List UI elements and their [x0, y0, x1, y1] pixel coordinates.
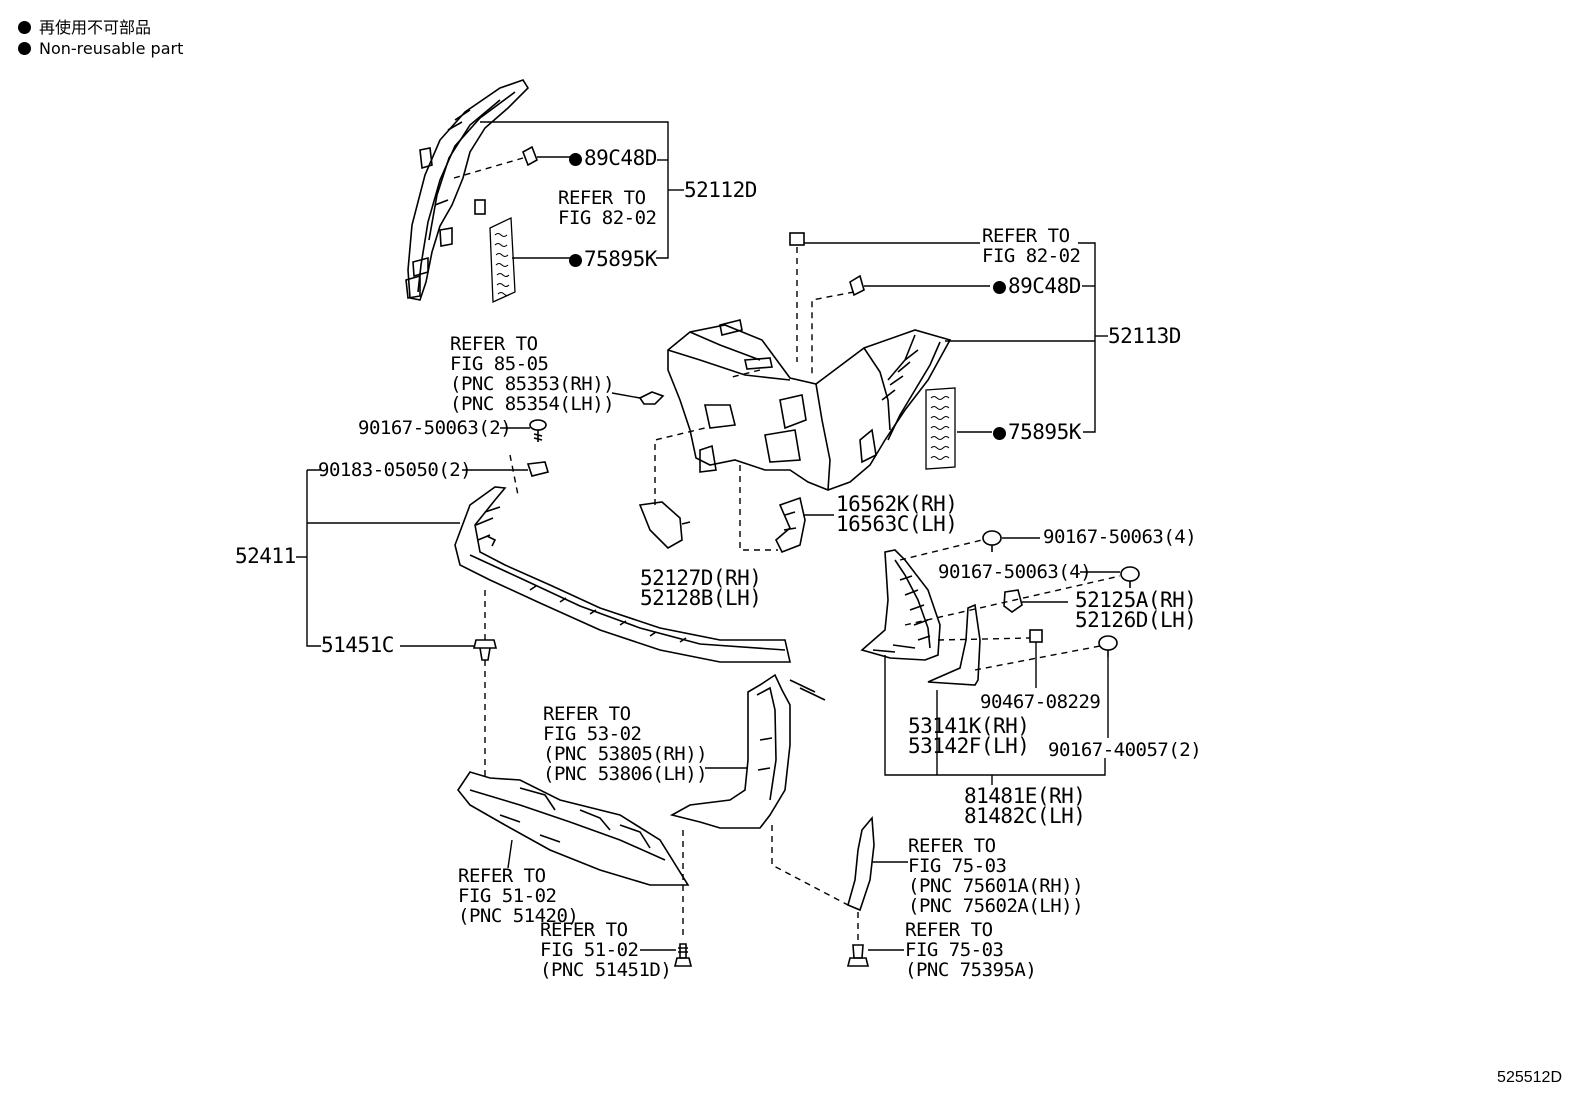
- label-52125a: 52125A(RH) 52126D(LH): [1075, 588, 1197, 632]
- label-refer-75-03-b: REFER TO FIG 75-03 (PNC 75395A): [905, 919, 1037, 981]
- plug-85-05-drawing: [638, 391, 665, 405]
- label-53141k: 53141K(RH) 53142F(LH): [908, 714, 1030, 758]
- label-81481e: 81481E(RH) 81482C(LH): [964, 784, 1086, 828]
- label-90467-08229: 90467-08229: [980, 691, 1101, 713]
- dash-nut-to-bar: [509, 454, 519, 496]
- label-51451c: 51451C: [321, 633, 394, 657]
- non-reusable-bullet-icon: [569, 254, 582, 267]
- bracket-82-02-a-drawing: [474, 199, 486, 215]
- label-52411: 52411: [235, 544, 296, 568]
- wheel-flare-75601a-drawing: [847, 815, 875, 912]
- label-52112d: 52112D: [684, 178, 757, 202]
- label-refer-51-02-a: REFER TO FIG 51-02 (PNC 51420): [458, 865, 579, 927]
- legend-english: Non-reusable part: [18, 39, 183, 58]
- bumper-bar-52411-drawing: [454, 486, 792, 663]
- label-refer-53-02: REFER TO FIG 53-02 (PNC 53805(RH)) (PNC …: [543, 703, 708, 785]
- label-75895k-b: 75895K: [993, 422, 1081, 443]
- dash-16562k: [739, 465, 778, 551]
- label-refer-75-03-a: REFER TO FIG 75-03 (PNC 75601A(RH)) (PNC…: [908, 835, 1084, 917]
- non-reusable-bullet-icon: [993, 281, 1006, 294]
- label-90167-50063-2: 90167-50063(2): [358, 417, 512, 439]
- label-16562k: 16562K(RH) 16563C(LH): [836, 492, 958, 536]
- leaders-52112d: [453, 121, 684, 259]
- clip-89c48d-b-drawing: [849, 274, 865, 297]
- bumper-cover-drawing: [667, 319, 952, 491]
- fender-liner-53805-drawing: [669, 673, 826, 829]
- bracket-82-02-b-drawing: [789, 232, 805, 246]
- seal-75895k-b-drawing: [925, 387, 956, 470]
- label-refer-51-02-b: REFER TO FIG 51-02 (PNC 51451D): [540, 919, 672, 981]
- label-refer-85-05: REFER TO FIG 85-05 (PNC 85353(RH)) (PNC …: [450, 333, 615, 415]
- label-75895k-a: 75895K: [569, 249, 657, 270]
- fender-panel-left-drawing: [405, 79, 530, 301]
- clip-90467-08229-drawing: [1029, 629, 1043, 643]
- screw-90167-50063-4a-drawing: [982, 530, 1002, 552]
- label-90167-50063-4b: 90167-50063(4): [938, 561, 1092, 583]
- bolt-51451d-drawing: [673, 943, 693, 967]
- bracket-81481e: [884, 655, 1106, 776]
- screw-90167-50063-2-drawing: [529, 419, 547, 442]
- bracket-52411: [306, 469, 321, 647]
- clip-75395a-drawing: [846, 944, 870, 967]
- bullet-icon: [18, 42, 31, 55]
- nut-90183-05050-drawing: [526, 461, 550, 477]
- screw-90167-50063-4b-drawing: [1120, 566, 1140, 588]
- dash-plug-to-cover: [654, 427, 706, 505]
- label-89c48d-a: 89C48D: [569, 148, 657, 169]
- label-89c48d-b: 89C48D: [993, 276, 1081, 297]
- grille-81481e-drawing: [860, 549, 941, 661]
- label-90167-50063-4a: 90167-50063(4): [1043, 526, 1197, 548]
- garnish-53141k-drawing: [927, 603, 981, 686]
- bullet-icon: [18, 21, 31, 34]
- label-90167-40057-2: 90167-40057(2): [1048, 739, 1202, 761]
- leaders-52113d: [727, 242, 1108, 433]
- dash-liner-to-flare: [771, 825, 849, 906]
- non-reusable-bullet-icon: [993, 427, 1006, 440]
- leader-85-05: [611, 392, 641, 399]
- label-52127d: 52127D(RH) 52128B(LH): [640, 566, 762, 610]
- clip-51451c-drawing: [472, 639, 498, 661]
- clip-89c48d-a-drawing: [522, 145, 538, 167]
- bumper-plug-52127d-drawing: [638, 501, 691, 549]
- label-52113d: 52113D: [1108, 324, 1181, 348]
- leader-51420: [507, 839, 513, 869]
- legend-japanese: 再使用不可部品: [18, 14, 151, 38]
- bracket-16562k-drawing: [775, 496, 806, 554]
- non-reusable-bullet-icon: [569, 153, 582, 166]
- seal-75895k-a-drawing: [489, 216, 516, 303]
- dash-grille-fasteners: [899, 539, 1121, 671]
- leader-81481e: [936, 690, 993, 785]
- screw-90167-40057-drawing: [1098, 635, 1118, 657]
- diagram-id: 525512D: [1497, 1069, 1562, 1086]
- under-cover-51420-drawing: [457, 771, 690, 886]
- label-90183-05050-2: 90183-05050(2): [318, 459, 472, 481]
